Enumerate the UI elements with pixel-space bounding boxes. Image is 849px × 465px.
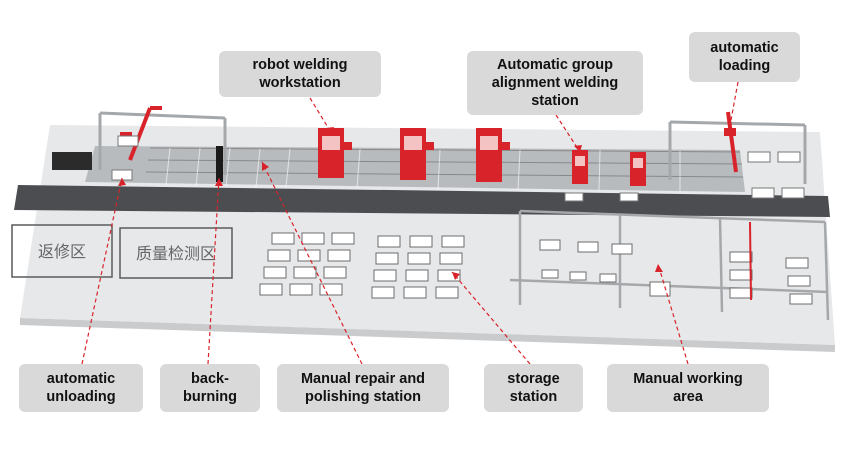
label-robot-welding: robot welding workstation [219, 51, 381, 97]
group-alignment-station-2 [630, 152, 646, 186]
label-auto-unloading: automatic unloading [19, 364, 143, 412]
repair-zone-text: 返修区 [38, 242, 86, 261]
storage-grid-right [371, 235, 465, 299]
robot-welding-station-2 [400, 128, 434, 180]
label-group-alignment: Automatic group alignment welding statio… [467, 51, 643, 115]
back-burning-unit [216, 146, 223, 182]
label-back-burning: back- burning [160, 364, 260, 412]
label-auto-loading: automatic loading [689, 32, 800, 82]
label-storage: storage station [484, 364, 583, 412]
repair-zone: 返修区 [11, 224, 113, 278]
floor-edge [20, 318, 835, 352]
manual-working-frame [509, 209, 830, 321]
label-manual-working: Manual working area [607, 364, 769, 412]
robot-welding-station-1 [318, 128, 352, 178]
quality-zone-text: 质量检测区 [136, 244, 216, 263]
quality-zone: 质量检测区 [119, 227, 233, 279]
unloading-conveyor [52, 152, 92, 170]
leader-arrowheads [118, 127, 663, 280]
line-segments [165, 147, 681, 191]
robot-welding-station-3 [476, 128, 510, 182]
manual-working-parts [539, 239, 813, 305]
loading-gantry [668, 111, 807, 184]
storage-grid-left [259, 232, 355, 296]
line-side-parts [111, 135, 805, 202]
loading-pole [749, 221, 752, 301]
group-alignment-station-1 [572, 150, 588, 184]
label-manual-repair: Manual repair and polishing station [277, 364, 449, 412]
